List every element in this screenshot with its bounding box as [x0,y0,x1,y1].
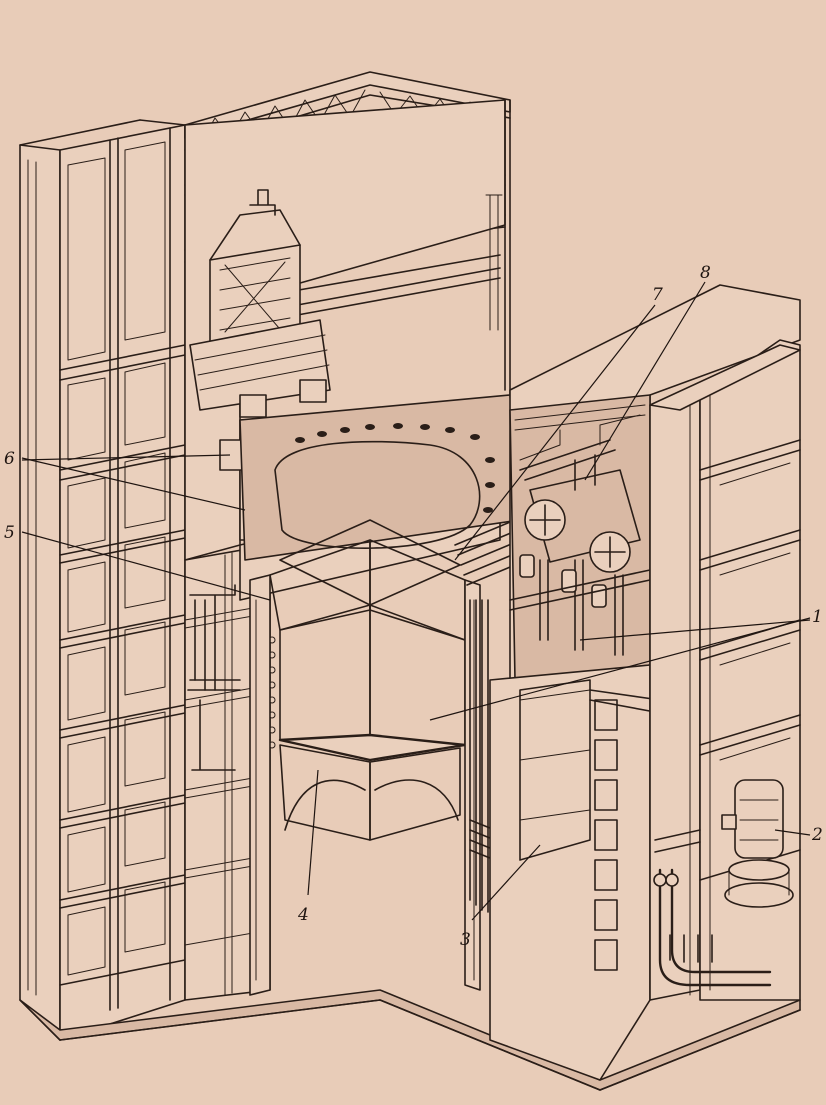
callout-4: 4 [297,769,319,925]
callout-label-8: 8 [700,263,711,283]
callout-label-3: 3 [460,930,471,950]
callout-2: 2 [774,825,823,845]
main-circulation-pump [721,779,794,908]
callout-5: 5 [4,523,271,601]
callout-3: 3 [460,844,541,950]
callout-label-7: 7 [652,285,663,305]
reactor-core-block [249,519,481,996]
right-building-frame [649,339,801,1001]
left-building-frame [19,119,186,1041]
callout-label-6: 6 [4,449,15,469]
callout-label-4: 4 [297,905,309,925]
callout-7: 7 [454,285,663,561]
callout-label-2: 2 [811,825,823,845]
separator-hall [509,284,801,681]
callout-layer: 1 2 3 4 5 6 7 8 [4,263,823,950]
callout-6: 6 [4,449,246,511]
bottom-slab [19,989,801,1091]
callout-label-1: 1 [812,607,823,627]
callout-1: 1 [429,607,823,721]
callout-label-5: 5 [4,523,15,543]
callout-8: 8 [584,263,711,481]
